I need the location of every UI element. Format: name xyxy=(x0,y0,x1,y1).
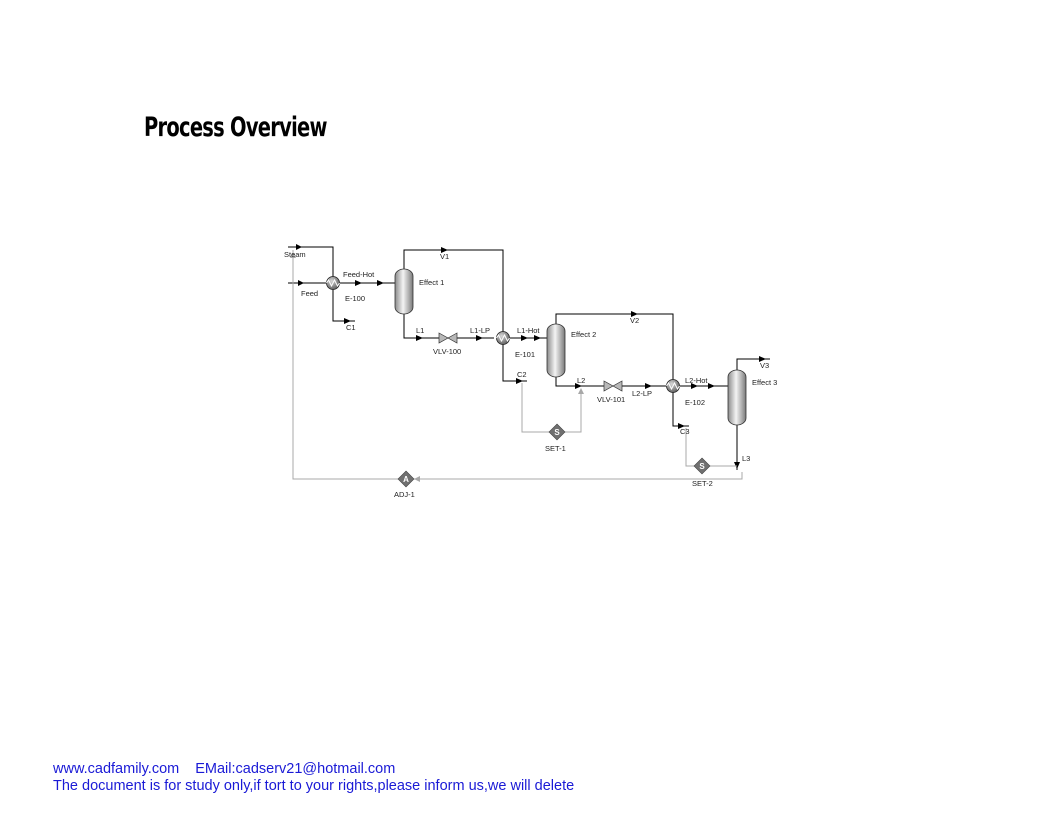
label-c3: C3 xyxy=(680,427,690,436)
footer-website-link[interactable]: www.cadfamily.com xyxy=(53,761,180,777)
l2-stream[interactable] xyxy=(555,377,667,387)
material-streams xyxy=(288,246,770,470)
separator-effect-1[interactable] xyxy=(394,268,414,315)
separator-effect-3[interactable] xyxy=(727,369,747,426)
v2-stream[interactable] xyxy=(555,313,674,380)
label-feed: Feed xyxy=(301,289,318,298)
label-steam: Steam xyxy=(284,250,306,259)
label-e102: E-102 xyxy=(685,398,705,407)
label-l2-hot: L2-Hot xyxy=(685,376,708,385)
label-set-1: SET-1 xyxy=(545,444,566,453)
label-vlv101: VLV-101 xyxy=(597,395,625,404)
label-e100: E-100 xyxy=(345,294,365,303)
valve-vlv101[interactable] xyxy=(603,380,623,392)
logic-arrows xyxy=(290,252,584,482)
label-v1: V1 xyxy=(440,252,449,261)
svg-text:S: S xyxy=(699,462,705,471)
footer-contact-line: www.cadfamily.com EMail:cadserv21@hotmail… xyxy=(53,761,574,778)
svg-text:S: S xyxy=(554,428,560,437)
label-c1: C1 xyxy=(346,323,356,332)
label-c2: C2 xyxy=(517,370,527,379)
steam-stream[interactable] xyxy=(288,246,334,277)
v1-stream[interactable] xyxy=(403,249,504,332)
label-l3: L3 xyxy=(742,454,750,463)
set-operation-set-1[interactable]: S xyxy=(548,423,566,441)
heat-exchanger-e102[interactable] xyxy=(666,379,680,393)
label-vlv100: VLV-100 xyxy=(433,347,461,356)
label-effect-1: Effect 1 xyxy=(419,278,444,287)
heat-exchanger-e101[interactable] xyxy=(496,331,510,345)
set-operation-set-2[interactable]: S xyxy=(693,457,711,475)
label-feed-hot: Feed-Hot xyxy=(343,270,375,279)
label-effect-2: Effect 2 xyxy=(571,330,596,339)
label-l2: L2 xyxy=(577,376,585,385)
label-v3: V3 xyxy=(760,361,769,370)
footer-notice: The document is for study only,if tort t… xyxy=(53,778,575,794)
label-l1: L1 xyxy=(416,326,424,335)
footer: www.cadfamily.com EMail:cadserv21@hotmail… xyxy=(53,761,574,795)
label-l1-hot: L1-Hot xyxy=(517,326,540,335)
label-l1-lp: L1-LP xyxy=(470,326,490,335)
label-adj-1: ADJ-1 xyxy=(394,490,415,499)
label-effect-3: Effect 3 xyxy=(752,378,777,387)
page-title: Process Overview xyxy=(144,112,327,143)
valve-vlv100[interactable] xyxy=(438,332,458,344)
separator-effect-2[interactable] xyxy=(546,323,566,378)
heat-exchanger-e100[interactable] xyxy=(326,276,340,290)
label-l2-lp: L2-LP xyxy=(632,389,652,398)
label-set-2: SET-2 xyxy=(692,479,713,488)
l1-stream[interactable] xyxy=(403,314,494,339)
label-e101: E-101 xyxy=(515,350,535,359)
svg-text:A: A xyxy=(403,475,409,484)
adjust-operation-adj-1[interactable]: A xyxy=(397,470,415,488)
stream-arrows xyxy=(296,244,766,469)
logic-connections xyxy=(292,250,743,480)
label-v2: V2 xyxy=(630,316,639,325)
diagram-labels: Steam Feed Feed-Hot E-100 C1 V1 Effect 1… xyxy=(284,250,777,499)
footer-email-link[interactable]: EMail:cadserv21@hotmail.com xyxy=(195,761,396,777)
